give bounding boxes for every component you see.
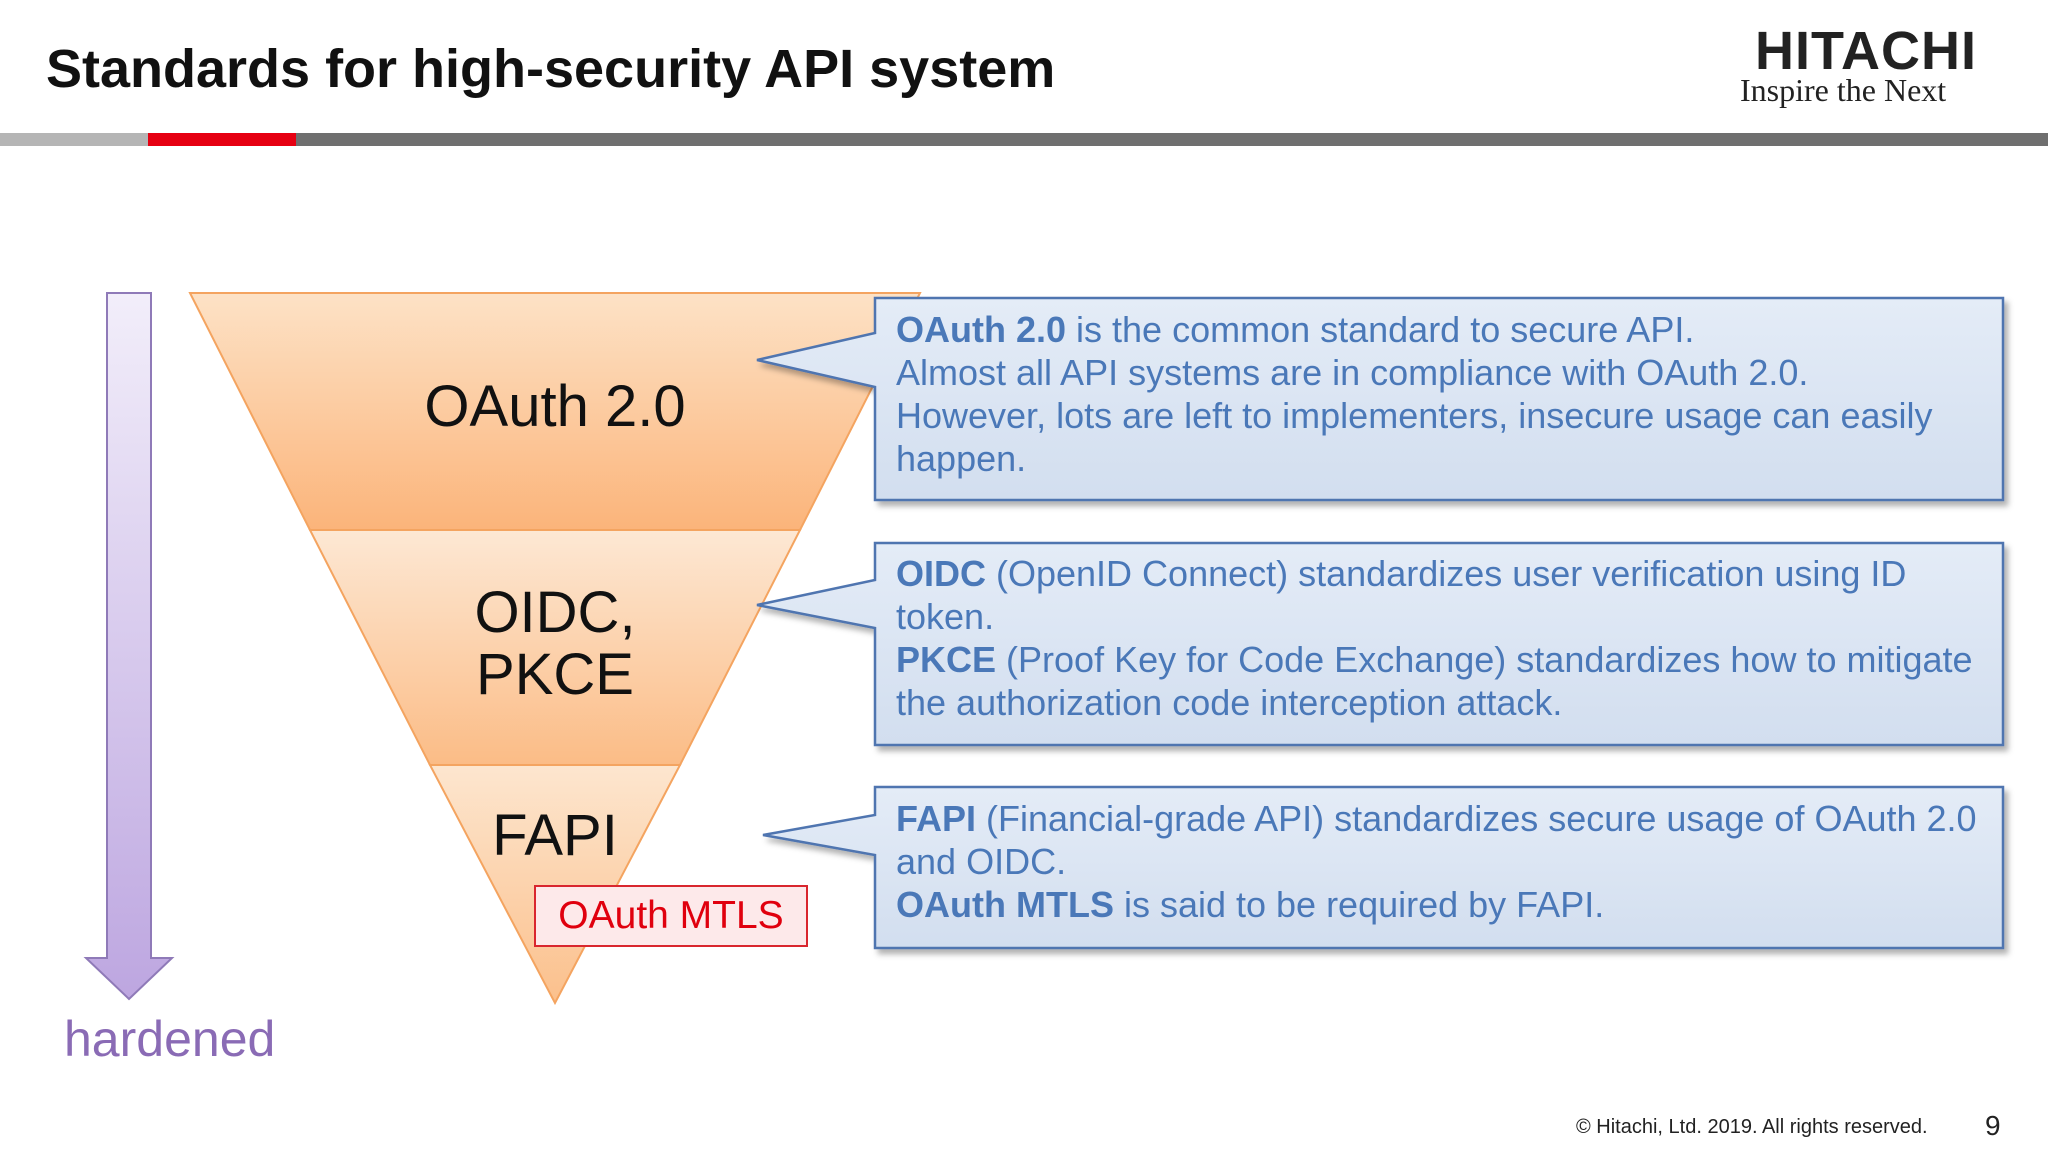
layer-label-oidc: OIDC, [474,580,636,645]
callout-text-fapi: FAPI (Financial-grade API) standardizes … [896,797,1986,926]
callout-term: FAPI [896,798,977,839]
layer-label-oidc-pkce: OIDC, PKCE [355,582,755,706]
page-number: 9 [1985,1110,2001,1141]
funnel-layer-fapi [428,764,682,1006]
callout-box-oauth [756,296,2005,502]
logo-tagline: Inspire the Next [1740,72,1947,108]
callout-description: is said to be required by FAPI. [1113,884,1605,925]
header-rule [0,133,2048,146]
callout-term: PKCE [896,639,997,680]
callout-description: (Financial-grade API) standardizes secur… [896,798,1977,882]
layer-label-oauth: OAuth 2.0 [424,374,686,439]
callout-description: (OpenID Connect) standardizes user verif… [896,553,1907,637]
callout-text-oauth: OAuth 2.0 is the common standard to secu… [896,308,1986,480]
callout-text-oidc-pkce: OIDC (OpenID Connect) standardizes user … [896,552,1986,724]
callout-description: Almost all API systems are in compliance… [896,352,1809,393]
copyright-text: © Hitachi, Ltd. 2019. All rights reserve… [1576,1116,1928,1138]
callout-box-fapi [762,785,2005,950]
callout-term: OAuth MTLS [896,884,1114,925]
callout-description: (Proof Key for Code Exchange) standardiz… [896,639,1973,723]
layer-label-pkce: PKCE [476,642,634,707]
header-rule-red-segment [148,133,296,146]
hardened-label: hardened [64,1011,276,1067]
layer-label-fapi: FAPI [492,803,618,868]
callout-term: OIDC [896,553,986,594]
logo-wordmark: HITACHI [1755,21,1977,81]
callout-box-oidc [756,541,2005,747]
callout-description: is the common standard to secure API. [1066,309,1695,350]
header-rule-light-segment [0,133,148,146]
hardened-arrow [83,292,175,1001]
oauth-mtls-badge: OAuth MTLS [534,885,808,947]
callout-description: However, lots are left to implementers, … [896,395,1933,479]
callout-term: OAuth 2.0 [896,309,1067,350]
slide-title: Standards for high-security API system [46,39,1056,99]
